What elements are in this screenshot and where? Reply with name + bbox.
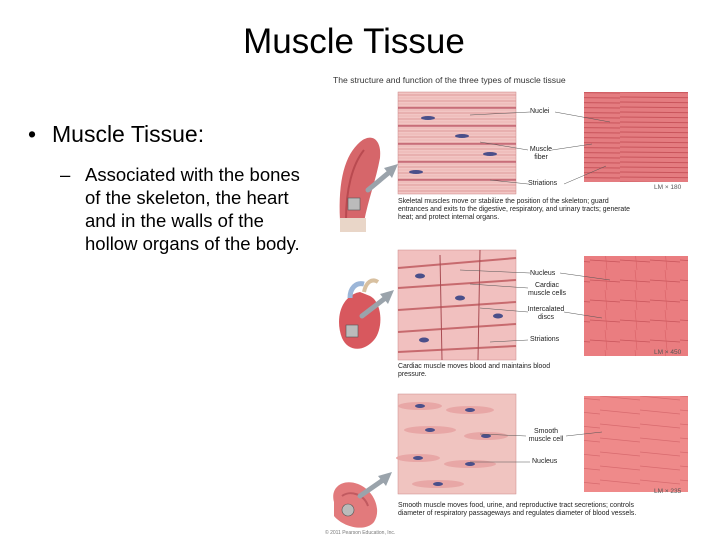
- smooth-arrow-icon: [357, 475, 389, 499]
- label-cardiac-cells: Cardiac muscle cells: [527, 282, 567, 297]
- figure-art: [333, 91, 688, 528]
- slide-title: Muscle Tissue: [243, 22, 465, 61]
- figure-title: The structure and function of the three …: [333, 75, 566, 85]
- heart-illustration: [339, 278, 381, 349]
- skeletal-micrograph: [584, 92, 688, 182]
- smooth-micrograph: [584, 396, 688, 492]
- label-nuclei: Nuclei: [530, 108, 550, 115]
- skeletal-magnification: LM × 180: [654, 184, 682, 191]
- figure-credit: © 2011 Pearson Education, Inc.: [325, 530, 396, 536]
- sub-bullet-item: – Associated with the bones of the skele…: [60, 163, 320, 255]
- smooth-drawing: [396, 393, 517, 495]
- smooth-magnification: LM × 235: [654, 488, 682, 495]
- sub-bullet-text: Associated with the bones of the skeleto…: [85, 164, 300, 254]
- bullet-item: • Muscle Tissue:: [28, 121, 204, 148]
- cardiac-description: Cardiac muscle moves blood and maintains…: [398, 363, 551, 378]
- label-intercalated-discs: Intercalated discs: [527, 306, 565, 321]
- label-striations-skeletal: Striations: [528, 180, 558, 187]
- skeletal-description: Skeletal muscles move or stabilize the p…: [398, 198, 630, 221]
- cardiac-drawing: [397, 249, 517, 361]
- label-nucleus-smooth: Nucleus: [532, 458, 558, 465]
- bullet-marker: •: [28, 121, 37, 147]
- cardiac-magnification: LM × 450: [654, 349, 682, 356]
- label-smooth-cell: Smooth muscle cell: [528, 428, 564, 443]
- label-nucleus-cardiac: Nucleus: [530, 270, 556, 277]
- label-muscle-fiber: Muscle fiber: [529, 146, 553, 161]
- skeletal-arm-illustration: [339, 137, 381, 232]
- bullet-text: Muscle Tissue:: [52, 121, 205, 147]
- cardiac-micrograph: [584, 256, 688, 356]
- smooth-description: Smooth muscle moves food, urine, and rep…: [398, 502, 637, 517]
- sub-bullet-marker: –: [60, 164, 71, 185]
- muscle-figure: The structure and function of the three …: [320, 70, 720, 540]
- skeletal-drawing: [397, 91, 517, 195]
- skeletal-arrow-icon: [365, 167, 395, 193]
- label-striations-cardiac: Striations: [530, 336, 560, 343]
- cardiac-arrow-icon: [359, 293, 391, 319]
